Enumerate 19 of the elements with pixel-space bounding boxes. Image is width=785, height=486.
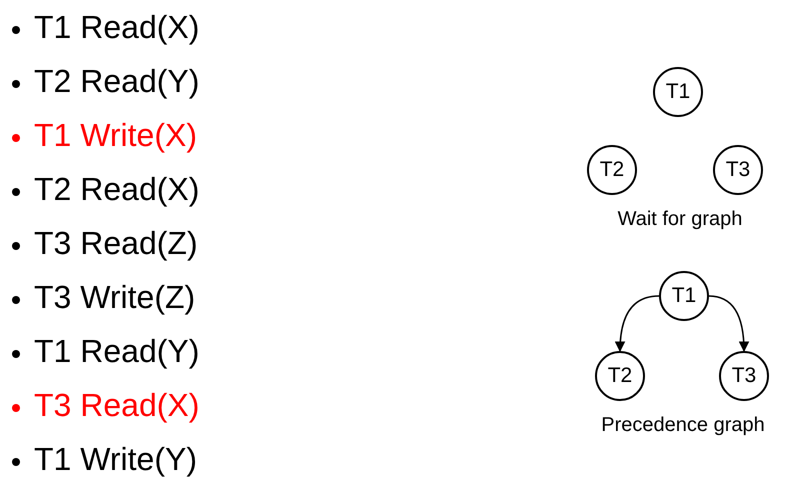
list-item: T1 Write(X) <box>34 116 197 154</box>
list-item: T3 Write(Z) <box>34 278 196 316</box>
list-item: T2 Read(Y) <box>34 62 200 100</box>
transaction-node: T1 <box>653 67 703 117</box>
list-item: T1 Read(Y) <box>34 332 200 370</box>
transaction-node: T1 <box>659 271 709 321</box>
list-item: T3 Read(X) <box>34 386 200 424</box>
graph-caption: Precedence graph <box>601 414 765 437</box>
list-item: T1 Write(Y) <box>34 440 197 478</box>
list-item: T3 Read(Z) <box>34 224 198 262</box>
graph-caption: Wait for graph <box>618 208 742 231</box>
transaction-node: T2 <box>595 351 645 401</box>
transaction-node: T3 <box>713 145 763 195</box>
list-item: T2 Read(X) <box>34 170 200 208</box>
arrow <box>615 295 660 352</box>
list-item: T1 Read(X) <box>34 8 200 46</box>
arrow <box>708 295 749 352</box>
transaction-node: T3 <box>719 351 769 401</box>
transaction-node: T2 <box>587 145 637 195</box>
